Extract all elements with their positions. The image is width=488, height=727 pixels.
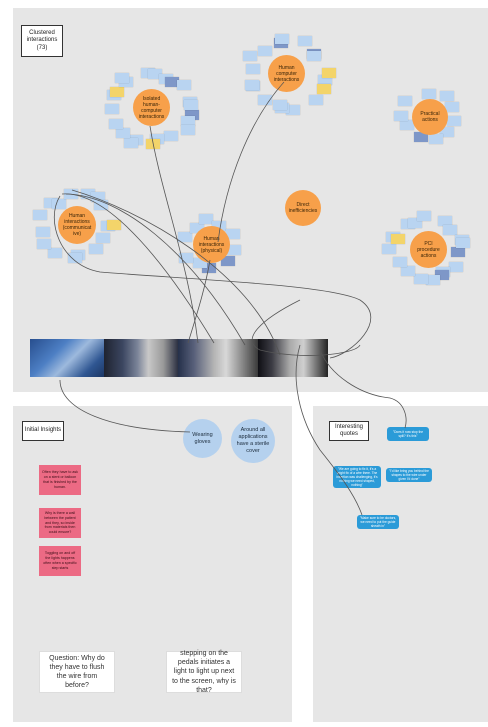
video-still-1[interactable] bbox=[30, 339, 104, 377]
sticky-note[interactable] bbox=[124, 137, 139, 148]
sticky-note[interactable] bbox=[444, 102, 459, 113]
sticky-note[interactable] bbox=[407, 217, 422, 228]
insight-note-stent[interactable]: Often they have to ask on a stent or bal… bbox=[39, 465, 81, 495]
sticky-note[interactable] bbox=[401, 265, 416, 276]
sticky-note[interactable] bbox=[176, 79, 191, 90]
sticky-note[interactable] bbox=[257, 45, 272, 56]
sticky-note[interactable] bbox=[451, 247, 465, 258]
clustered-interactions-label[interactable]: Clustered interactions (73) bbox=[21, 25, 63, 57]
sticky-note[interactable] bbox=[32, 209, 47, 220]
video-still-4[interactable] bbox=[258, 339, 328, 377]
sticky-note[interactable] bbox=[413, 132, 428, 143]
quote-bubble-3[interactable]: "I'd like bring you behind the shapes to… bbox=[386, 468, 432, 482]
sticky-note[interactable] bbox=[94, 200, 109, 211]
insight-sterile-cover[interactable]: Around all applications have a sterile c… bbox=[231, 419, 275, 463]
sticky-note[interactable] bbox=[109, 86, 124, 97]
sticky-note[interactable] bbox=[391, 233, 406, 244]
sticky-note[interactable] bbox=[439, 127, 454, 138]
sticky-note[interactable] bbox=[108, 119, 123, 130]
sticky-note[interactable] bbox=[245, 63, 260, 74]
sticky-note[interactable] bbox=[438, 216, 453, 227]
question-flush-wire[interactable]: Question: Why do they have to flush the … bbox=[39, 651, 115, 693]
sticky-note[interactable] bbox=[285, 105, 300, 116]
sticky-note[interactable] bbox=[317, 74, 332, 85]
sticky-note[interactable] bbox=[440, 90, 455, 101]
cluster-isolated-hci[interactable]: Isolated human-computer interactions bbox=[133, 89, 170, 126]
sticky-note[interactable] bbox=[435, 270, 450, 281]
cluster-human-computer[interactable]: Human computer interactions bbox=[268, 55, 305, 92]
quote-bubble-1[interactable]: "Does it now stop the spill? It's this" bbox=[387, 427, 429, 441]
sticky-note[interactable] bbox=[184, 109, 199, 120]
sticky-note[interactable] bbox=[442, 224, 457, 235]
sticky-note[interactable] bbox=[244, 79, 259, 90]
sticky-note[interactable] bbox=[381, 243, 396, 254]
cluster-practical-actions[interactable]: Practical actions bbox=[412, 99, 448, 135]
cluster-human-communicative[interactable]: Human interactions (communicat ive) bbox=[58, 206, 96, 244]
interesting-quotes-label[interactable]: Interesting quotes bbox=[329, 421, 369, 441]
initial-insights-label[interactable]: Initial Insights bbox=[22, 421, 64, 441]
sticky-note[interactable] bbox=[425, 275, 440, 286]
sticky-note[interactable] bbox=[181, 115, 196, 126]
sticky-note[interactable] bbox=[165, 77, 180, 88]
cluster-human-physical[interactable]: Human interactions (physical) bbox=[193, 226, 230, 263]
sticky-note[interactable] bbox=[308, 94, 323, 105]
sticky-note[interactable] bbox=[116, 127, 131, 138]
sticky-note[interactable] bbox=[422, 88, 437, 99]
quote-bubble-2[interactable]: "We are going to fix it, it's a bright f… bbox=[333, 466, 381, 488]
sticky-note[interactable] bbox=[178, 252, 193, 263]
cluster-pci-procedure[interactable]: PCI procedure actions bbox=[410, 231, 447, 268]
sticky-note[interactable] bbox=[147, 69, 162, 80]
sticky-note[interactable] bbox=[115, 73, 130, 84]
sticky-note[interactable] bbox=[180, 124, 195, 135]
sticky-note[interactable] bbox=[392, 257, 407, 268]
sticky-note[interactable] bbox=[105, 103, 120, 114]
sticky-note[interactable] bbox=[447, 116, 462, 127]
sticky-note[interactable] bbox=[455, 237, 470, 248]
insight-note-wall[interactable]: Why is there a wall between the patient … bbox=[39, 508, 81, 538]
sticky-note[interactable] bbox=[448, 261, 463, 272]
video-still-2[interactable] bbox=[104, 339, 178, 377]
sticky-note[interactable] bbox=[146, 139, 161, 150]
sticky-note[interactable] bbox=[428, 134, 443, 145]
sticky-note[interactable] bbox=[89, 243, 104, 254]
sticky-note[interactable] bbox=[44, 198, 59, 209]
sticky-note[interactable] bbox=[63, 189, 78, 200]
sticky-note[interactable] bbox=[106, 220, 121, 231]
video-still-3[interactable] bbox=[178, 339, 258, 377]
sticky-note[interactable] bbox=[317, 84, 332, 95]
sticky-note[interactable] bbox=[184, 100, 199, 110]
sticky-note[interactable] bbox=[322, 68, 337, 79]
sticky-note[interactable] bbox=[399, 119, 414, 130]
interesting-quotes-panel bbox=[313, 406, 488, 722]
sticky-note[interactable] bbox=[275, 34, 290, 45]
sticky-note[interactable] bbox=[258, 95, 273, 106]
sticky-note[interactable] bbox=[397, 96, 412, 107]
quote-bubble-4[interactable]: "Make sure to be doctors, we need to put… bbox=[357, 515, 399, 529]
sticky-note[interactable] bbox=[414, 273, 429, 284]
sticky-note[interactable] bbox=[273, 100, 288, 111]
sticky-note[interactable] bbox=[52, 198, 67, 209]
question-pedal-light[interactable]: stepping on the pedals initiates a light… bbox=[166, 650, 242, 694]
sticky-note[interactable] bbox=[37, 239, 52, 250]
insight-note-lights[interactable]: Toggling on and off the lights happens o… bbox=[39, 546, 81, 576]
sticky-note[interactable] bbox=[306, 51, 321, 62]
sticky-note[interactable] bbox=[298, 36, 313, 47]
sticky-note[interactable] bbox=[68, 253, 83, 264]
sticky-note[interactable] bbox=[416, 210, 431, 221]
sticky-note[interactable] bbox=[164, 131, 179, 142]
sticky-note[interactable] bbox=[96, 232, 111, 243]
sticky-note[interactable] bbox=[243, 50, 258, 61]
sticky-note[interactable] bbox=[394, 110, 409, 121]
cluster-direct-inefficiencies[interactable]: Direct inefficiencies bbox=[285, 190, 321, 226]
insight-wearing-gloves[interactable]: Wearing gloves bbox=[183, 419, 222, 458]
sticky-note[interactable] bbox=[35, 226, 50, 237]
